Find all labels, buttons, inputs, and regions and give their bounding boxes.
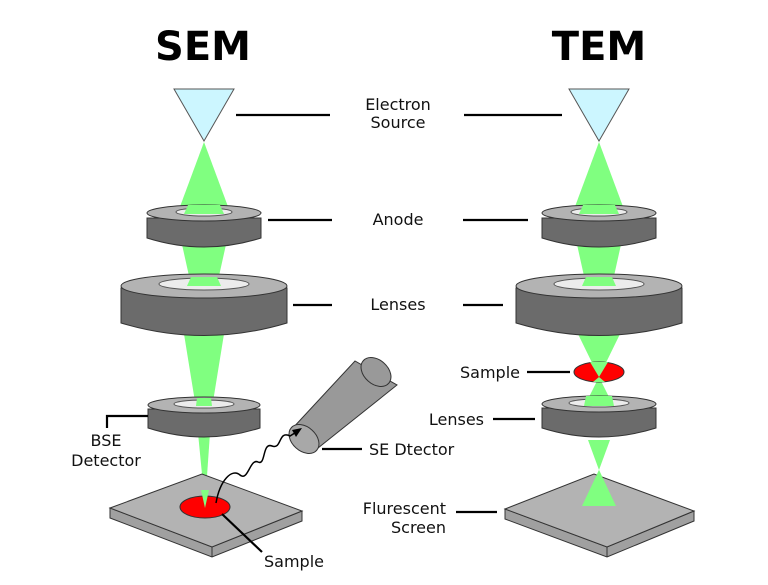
tem-beam-lens-sample [578,334,620,377]
tem-column: Sample Lenses Flurescent Screen [363,88,696,558]
se-detector-label: SE Dtector [369,440,455,459]
tem-title: TEM [552,24,646,70]
tem-beam-lens-screen-top [588,440,610,470]
bse-label-line2: Detector [71,451,141,470]
sem-electron-source-icon [173,88,235,143]
tem-sample-label: Sample [460,363,520,382]
sem-column: BSE Detector SE Dtector Sample [71,88,455,571]
anode-label: Anode [373,210,424,229]
tem-electron-source-icon [568,88,630,143]
lenses-label: Lenses [370,295,425,314]
sem-bse-detector [147,396,261,438]
sem-se-detector [288,357,398,454]
tem-lens-lower [541,395,657,438]
sem-lens [120,273,288,336]
se-signal-arrowhead [292,428,302,437]
bse-label-line1: BSE [91,431,122,450]
se-signal-wave [215,430,299,504]
screen-label-line1: Flurescent [363,499,446,518]
tem-lenses-label: Lenses [429,410,484,429]
electron-source-label-line2: Source [371,113,426,132]
tem-fluorescent-screen [503,470,696,558]
bse-leader-line [105,414,148,428]
sem-beam-lens-bse [184,334,224,408]
sem-sample-stage [108,473,304,558]
screen-label-line2: Screen [391,518,446,537]
sem-beam-source-anode [178,142,230,212]
shared-labels: Electron Source Anode Lenses [236,95,562,314]
tem-beam-source-anode [573,142,625,212]
sem-title: SEM [155,24,251,70]
tem-lens-upper [515,273,683,336]
sem-sample-leader-line [221,513,263,553]
tem-anode [541,204,657,248]
sem-beam-bse-sample [198,433,210,505]
electron-source-label-line1: Electron [365,95,431,114]
sem-sample-label: Sample [264,552,324,571]
sem-anode [146,204,262,248]
